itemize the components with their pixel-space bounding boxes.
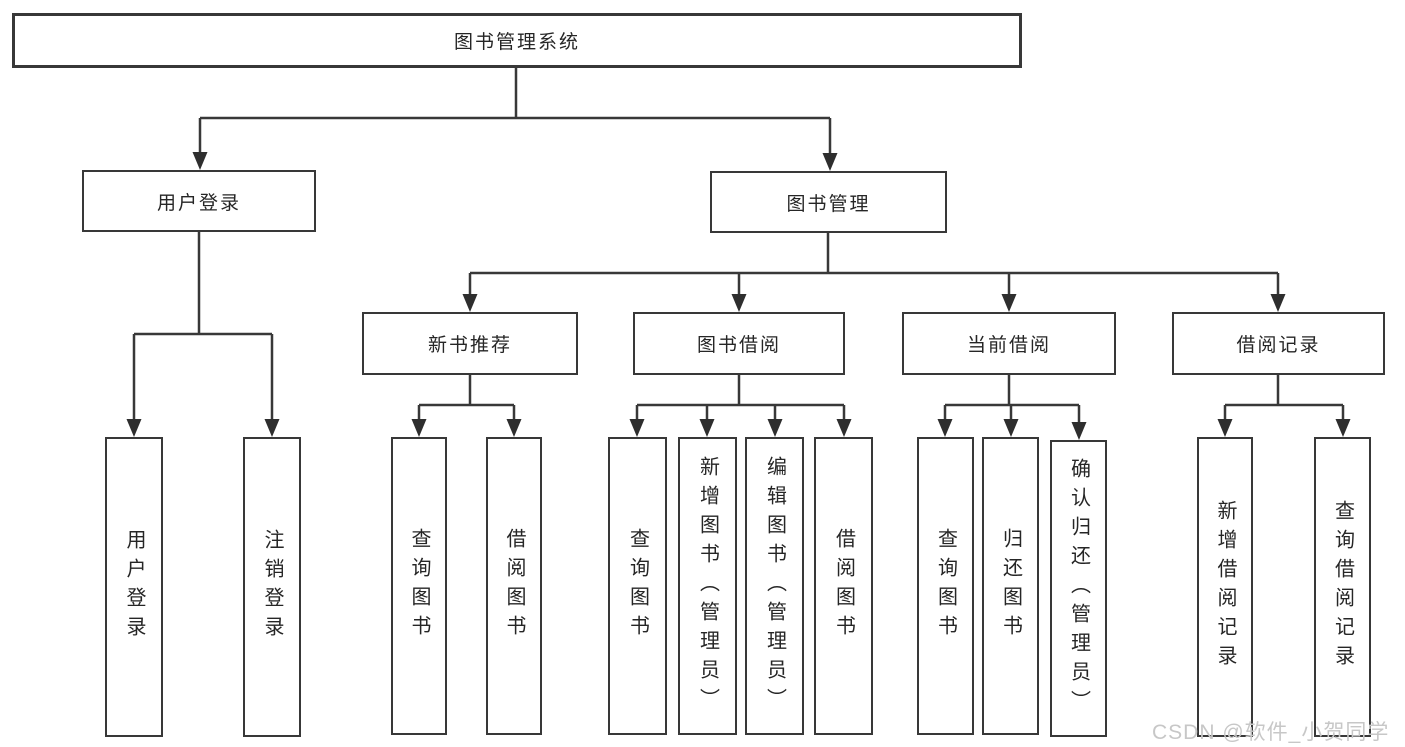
arrowhead bbox=[822, 153, 838, 171]
node-root: 图书管理系统 bbox=[12, 13, 1022, 68]
node-new-books: 新书推荐 bbox=[362, 312, 578, 375]
arrowhead bbox=[1071, 422, 1087, 440]
leaf-user-login-label: 用户登录 bbox=[123, 529, 145, 645]
arrowhead bbox=[1270, 294, 1286, 312]
arrowhead bbox=[836, 419, 852, 437]
leaf-newbooks-query: 查询图书 bbox=[391, 437, 447, 735]
leaf-borrow-borrow: 借阅图书 bbox=[814, 437, 873, 735]
node-book-mgmt-label: 图书管理 bbox=[786, 193, 871, 215]
arrowhead bbox=[1001, 294, 1017, 312]
arrowhead bbox=[506, 419, 522, 437]
leaf-records-add: 新增借阅记录 bbox=[1197, 437, 1253, 737]
leaf-records-query-label: 查询借阅记录 bbox=[1331, 500, 1354, 674]
arrowhead bbox=[1217, 419, 1233, 437]
edge-newbooks-to-leaves bbox=[417, 375, 516, 423]
leaf-user-login: 用户登录 bbox=[105, 437, 163, 737]
leaf-newbooks-borrow: 借阅图书 bbox=[486, 437, 542, 735]
arrowhead bbox=[731, 294, 747, 312]
leaf-current-query: 查询图书 bbox=[917, 437, 974, 735]
leaf-logout: 注销登录 bbox=[243, 437, 301, 737]
leaf-borrow-edit-admin: 编辑图书（管理员） bbox=[745, 437, 804, 735]
edge-currentborrow-to-leaves bbox=[943, 375, 1081, 426]
arrowhead bbox=[767, 419, 783, 437]
leaf-newbooks-borrow-label: 借阅图书 bbox=[503, 528, 525, 644]
arrowhead bbox=[192, 152, 208, 170]
leaf-records-query: 查询借阅记录 bbox=[1314, 437, 1371, 737]
arrowhead bbox=[1335, 419, 1351, 437]
arrowhead bbox=[126, 419, 142, 437]
node-current-borrow: 当前借阅 bbox=[902, 312, 1116, 375]
leaf-borrow-query-label: 查询图书 bbox=[626, 528, 649, 644]
arrowhead bbox=[937, 419, 953, 437]
leaf-borrow-borrow-label: 借阅图书 bbox=[832, 528, 855, 644]
leaf-newbooks-query-label: 查询图书 bbox=[408, 528, 430, 644]
node-book-mgmt: 图书管理 bbox=[710, 171, 947, 233]
arrowhead bbox=[699, 419, 715, 437]
edge-bookborrow-to-leaves bbox=[635, 375, 846, 423]
node-current-borrow-label: 当前借阅 bbox=[966, 335, 1051, 356]
edge-root-to-level2 bbox=[198, 68, 832, 157]
leaf-current-confirm-admin: 确认归还（管理员） bbox=[1050, 440, 1107, 737]
leaf-current-return-label: 归还图书 bbox=[999, 528, 1022, 644]
edge-userlogin-to-leaves bbox=[132, 232, 274, 423]
node-new-books-label: 新书推荐 bbox=[427, 335, 512, 356]
edge-bookmgmt-to-level3 bbox=[468, 233, 1280, 298]
arrowhead bbox=[629, 419, 645, 437]
arrowhead bbox=[462, 294, 478, 312]
leaf-current-return: 归还图书 bbox=[982, 437, 1039, 735]
leaf-logout-label: 注销登录 bbox=[261, 529, 283, 645]
leaf-borrow-add-admin: 新增图书（管理员） bbox=[678, 437, 737, 735]
leaf-borrow-query: 查询图书 bbox=[608, 437, 667, 735]
leaf-borrow-edit-admin-label: 编辑图书（管理员） bbox=[763, 455, 786, 717]
node-borrow-records: 借阅记录 bbox=[1172, 312, 1385, 375]
node-root-label: 图书管理系统 bbox=[453, 32, 580, 53]
csdn-watermark: CSDN @软件_小贺同学 bbox=[1152, 721, 1390, 744]
node-user-login-label: 用户登录 bbox=[156, 192, 241, 214]
leaf-records-add-label: 新增借阅记录 bbox=[1214, 500, 1236, 674]
leaf-current-query-label: 查询图书 bbox=[934, 528, 957, 644]
node-user-login: 用户登录 bbox=[82, 170, 316, 232]
edge-records-to-leaves bbox=[1223, 375, 1345, 423]
node-borrow-records-label: 借阅记录 bbox=[1236, 335, 1321, 356]
leaf-current-confirm-admin-label: 确认归还（管理员） bbox=[1067, 458, 1090, 719]
arrowhead bbox=[1003, 419, 1019, 437]
arrowhead bbox=[264, 419, 280, 437]
node-book-borrow: 图书借阅 bbox=[633, 312, 845, 375]
arrowhead bbox=[411, 419, 427, 437]
leaf-borrow-add-admin-label: 新增图书（管理员） bbox=[696, 455, 719, 717]
node-book-borrow-label: 图书借阅 bbox=[696, 335, 781, 356]
